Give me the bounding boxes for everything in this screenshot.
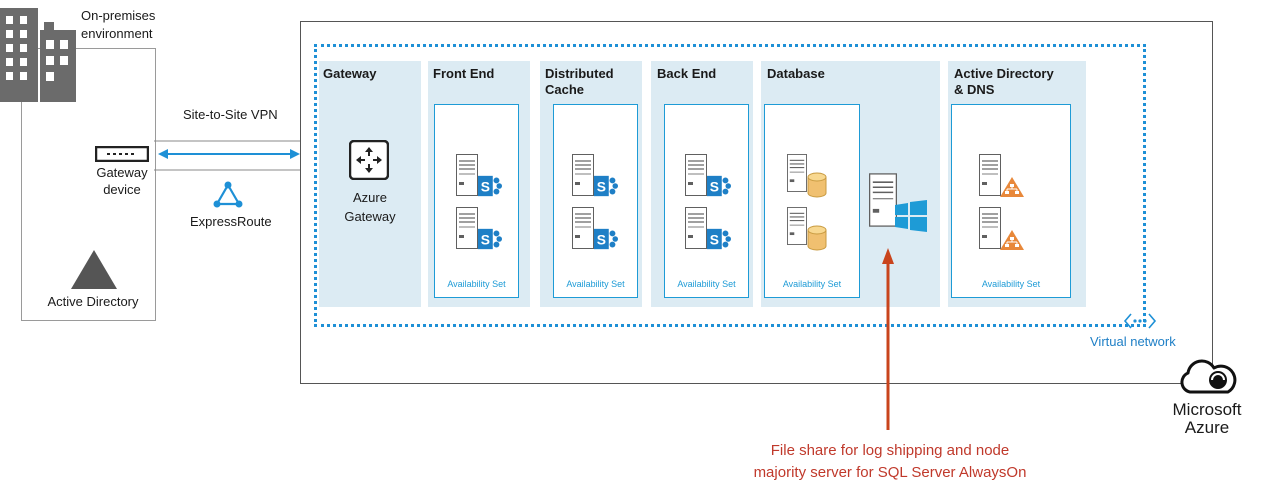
callout-text: File share for log shipping and node maj… xyxy=(753,442,1027,481)
availability-set-label: Availability Set xyxy=(782,279,842,289)
microsoft-azure-label: Microsoft Azure xyxy=(1172,400,1242,437)
virtual-network-label: Virtual network xyxy=(1090,334,1176,349)
tier-distributed-cache-title: Distributed Cache xyxy=(545,66,614,97)
onprem-title: On-premises environment xyxy=(81,8,156,41)
sql-server-icon xyxy=(787,207,827,251)
availability-set-front-end: Availability Set xyxy=(434,104,519,298)
availability-set-label: Availability Set xyxy=(677,279,736,289)
availability-set-database: Availability Set xyxy=(764,104,860,298)
gateway-device-label: Gateway device xyxy=(96,165,148,197)
callout-arrow xyxy=(882,248,894,430)
active-directory-label: Active Directory xyxy=(47,294,139,309)
azure-gateway-icon xyxy=(349,140,389,180)
active-directory-icon xyxy=(71,250,117,289)
sharepoint-server-icon xyxy=(456,154,502,197)
sharepoint-server-icon xyxy=(572,154,618,197)
availability-set-label: Availability Set xyxy=(981,279,1041,289)
connection-lines xyxy=(154,140,300,171)
expressroute-icon xyxy=(213,181,243,208)
vpn-label: Site-to-Site VPN xyxy=(183,107,278,122)
availability-set-label: Availability Set xyxy=(447,279,506,289)
availability-set-back-end: Availability Set xyxy=(664,104,749,298)
azure-gateway-label: Azure Gateway xyxy=(344,190,396,224)
sql-server-icon xyxy=(787,154,827,198)
tier-front-end-title: Front End xyxy=(433,66,495,81)
sharepoint-server-icon xyxy=(456,207,502,250)
availability-set-active-directory: Availability Set xyxy=(951,104,1071,298)
virtual-network-boundary xyxy=(314,44,1146,327)
sharepoint-server-icon xyxy=(685,154,731,197)
tier-gateway xyxy=(319,61,421,307)
virtual-network-icon xyxy=(1123,313,1157,329)
gateway-device-icon xyxy=(95,146,149,162)
ad-dns-server-icon xyxy=(979,154,1025,198)
building-icon xyxy=(0,8,76,102)
sharepoint-server-icon xyxy=(572,207,618,250)
azure-cloud-icon xyxy=(1180,359,1237,394)
availability-set-label: Availability Set xyxy=(566,279,625,289)
expressroute-label: ExpressRoute xyxy=(190,214,272,229)
windows-server-icon xyxy=(869,173,927,232)
tier-database-title: Database xyxy=(767,66,825,81)
ad-dns-server-icon xyxy=(979,207,1025,251)
sharepoint-server-icon xyxy=(685,207,731,250)
tier-gateway-title: Gateway xyxy=(323,66,377,81)
tier-back-end-title: Back End xyxy=(657,66,717,81)
availability-set-distributed-cache: Availability Set xyxy=(553,104,638,298)
tier-active-directory-dns-title: Active Directory & DNS xyxy=(954,66,1054,97)
